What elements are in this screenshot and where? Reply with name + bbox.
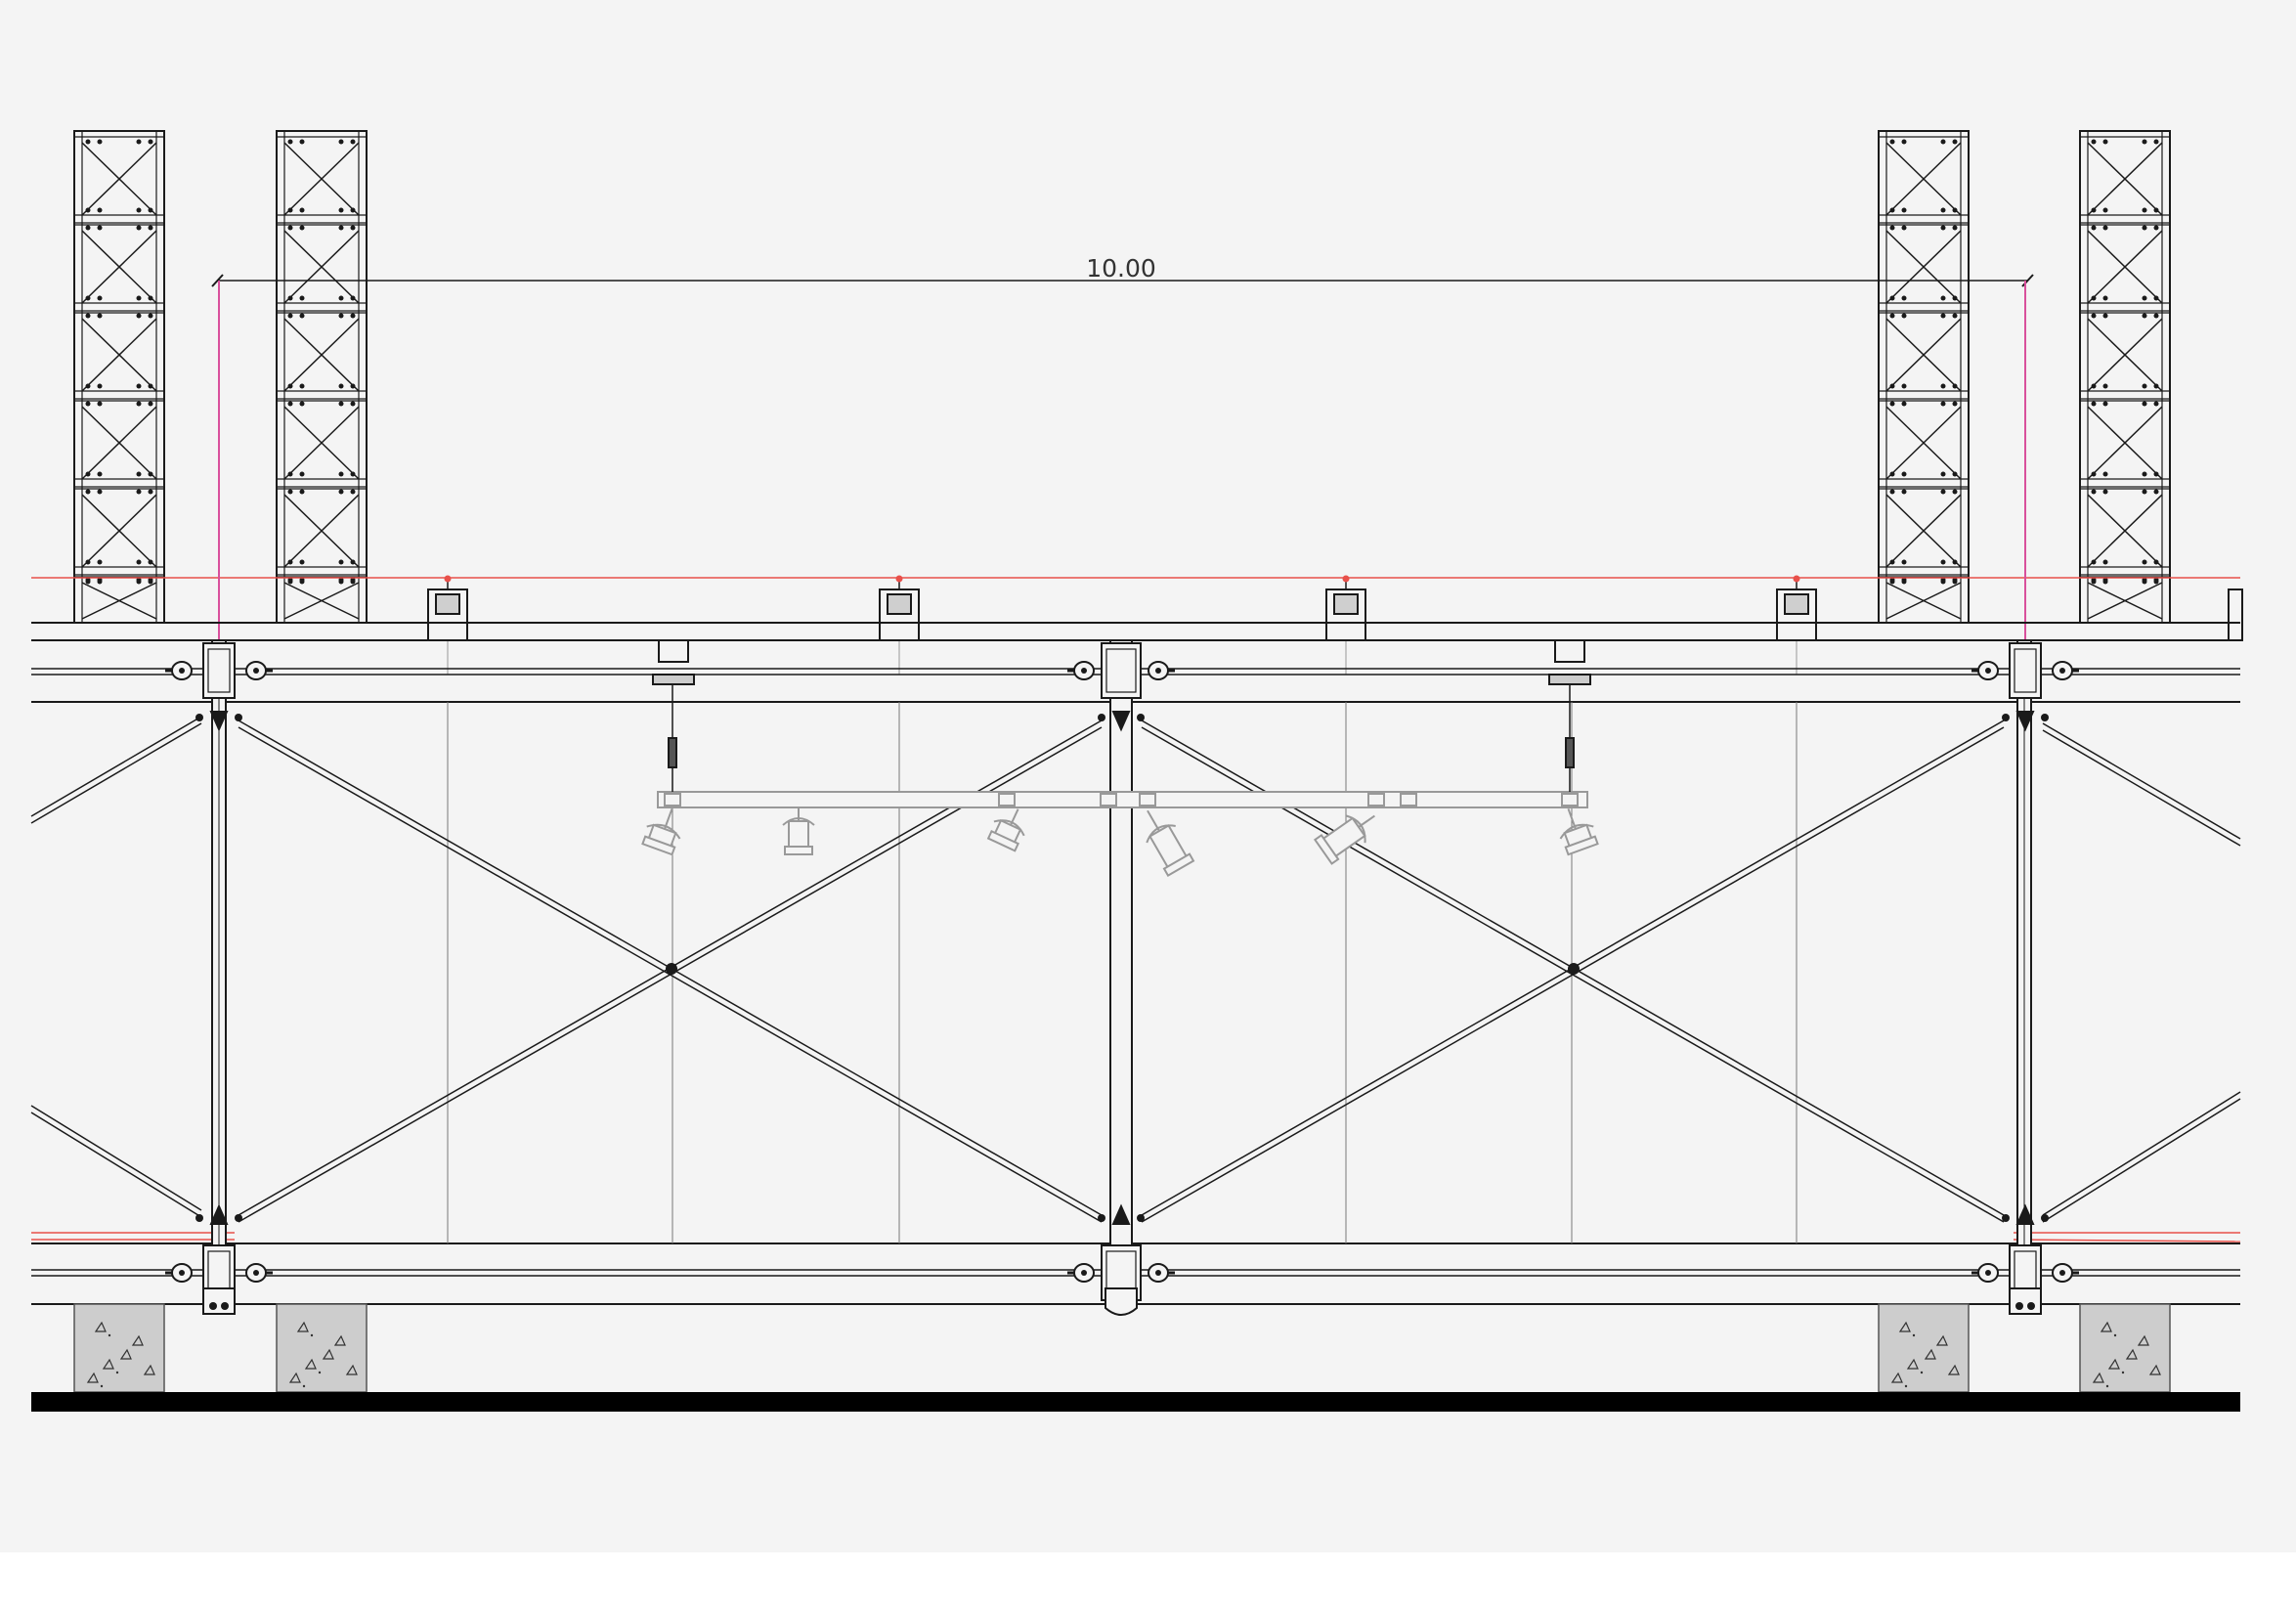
brace-cable — [238, 726, 1103, 1223]
brace-cable — [2042, 1091, 2241, 1216]
concrete-footing — [276, 1303, 368, 1393]
brace-cable — [2042, 722, 2241, 840]
concrete-footing — [2079, 1303, 2171, 1393]
turnbuckle — [668, 737, 677, 768]
brace-cable — [2042, 1098, 2241, 1223]
cable-knuckle — [1098, 711, 1145, 732]
stage-light — [1146, 809, 1195, 877]
dimension: 10.00 — [211, 254, 2034, 640]
scaffold-tower — [2079, 130, 2171, 624]
roof-block — [427, 575, 468, 675]
roof-support-blocks — [427, 575, 2243, 675]
hanger-left — [652, 639, 695, 792]
cable-knuckle — [2002, 1203, 2049, 1225]
stage-light — [782, 807, 815, 855]
bar-clamp — [1100, 793, 1117, 806]
crossing-node — [666, 963, 677, 975]
cable-knuckle — [195, 1203, 242, 1225]
hanger-right — [1548, 639, 1591, 792]
hanger-plate — [1548, 674, 1591, 685]
reference-lines — [31, 577, 2241, 1242]
chord-joint — [1067, 642, 1175, 699]
bar-clamp — [1139, 793, 1156, 806]
cable-knuckle — [195, 711, 242, 732]
hanger-cradle — [658, 639, 689, 663]
bar-clamp — [1367, 793, 1385, 806]
concrete-footing — [73, 1303, 165, 1393]
stage-light — [1313, 814, 1375, 865]
scaffold-towers — [73, 130, 2171, 624]
roof-block — [879, 575, 920, 675]
brace-cable — [30, 1105, 202, 1211]
brace-cable — [2042, 729, 2241, 847]
base-shoe — [2009, 1287, 2042, 1315]
chord-joint — [1971, 642, 2079, 699]
lighting-bar — [657, 791, 1588, 808]
cable-knuckle — [2002, 711, 2049, 732]
stage-lights — [641, 793, 1599, 877]
cable-crossing-nodes — [666, 963, 1580, 975]
bar-clamp — [664, 793, 681, 806]
bar-clamp — [998, 793, 1016, 806]
lighting-rig — [652, 639, 1591, 808]
concrete-footing — [1878, 1303, 1970, 1393]
brace-cable — [1141, 726, 2005, 1223]
hanger-plate — [652, 674, 695, 685]
brace-cable — [30, 722, 202, 824]
chord-joint — [165, 642, 273, 699]
base-shoe — [202, 1287, 236, 1315]
bottom-reference-line-right-2 — [2013, 1239, 2241, 1242]
sheet-background — [0, 0, 2296, 1552]
roof-block — [1776, 575, 1817, 675]
brace-cable — [30, 1112, 202, 1218]
dimension-tick-right — [2021, 274, 2034, 287]
roof-block-edge — [2228, 589, 2243, 641]
bar-clamp — [1400, 793, 1417, 806]
dimension-tick-left — [211, 274, 224, 287]
truss-joint-hardware — [165, 642, 2079, 1316]
hanger-cradle — [1554, 639, 1585, 663]
base-shoe-center — [1105, 1287, 1138, 1316]
stage-light — [1559, 807, 1599, 856]
scaffold-tower — [73, 130, 165, 624]
brace-cable — [30, 716, 202, 817]
stage-light — [986, 808, 1025, 852]
ground-slab — [31, 1392, 2240, 1412]
turnbuckle — [1565, 737, 1575, 768]
dimension-label: 10.00 — [1086, 254, 1156, 283]
scaffold-tower — [276, 130, 368, 624]
cable-knuckle — [1098, 1203, 1145, 1225]
scaffold-tower — [1878, 130, 1970, 624]
roof-block — [1325, 575, 1366, 675]
bar-clamp — [1561, 793, 1579, 806]
crossing-node — [1568, 963, 1580, 975]
stage-light — [641, 807, 681, 856]
